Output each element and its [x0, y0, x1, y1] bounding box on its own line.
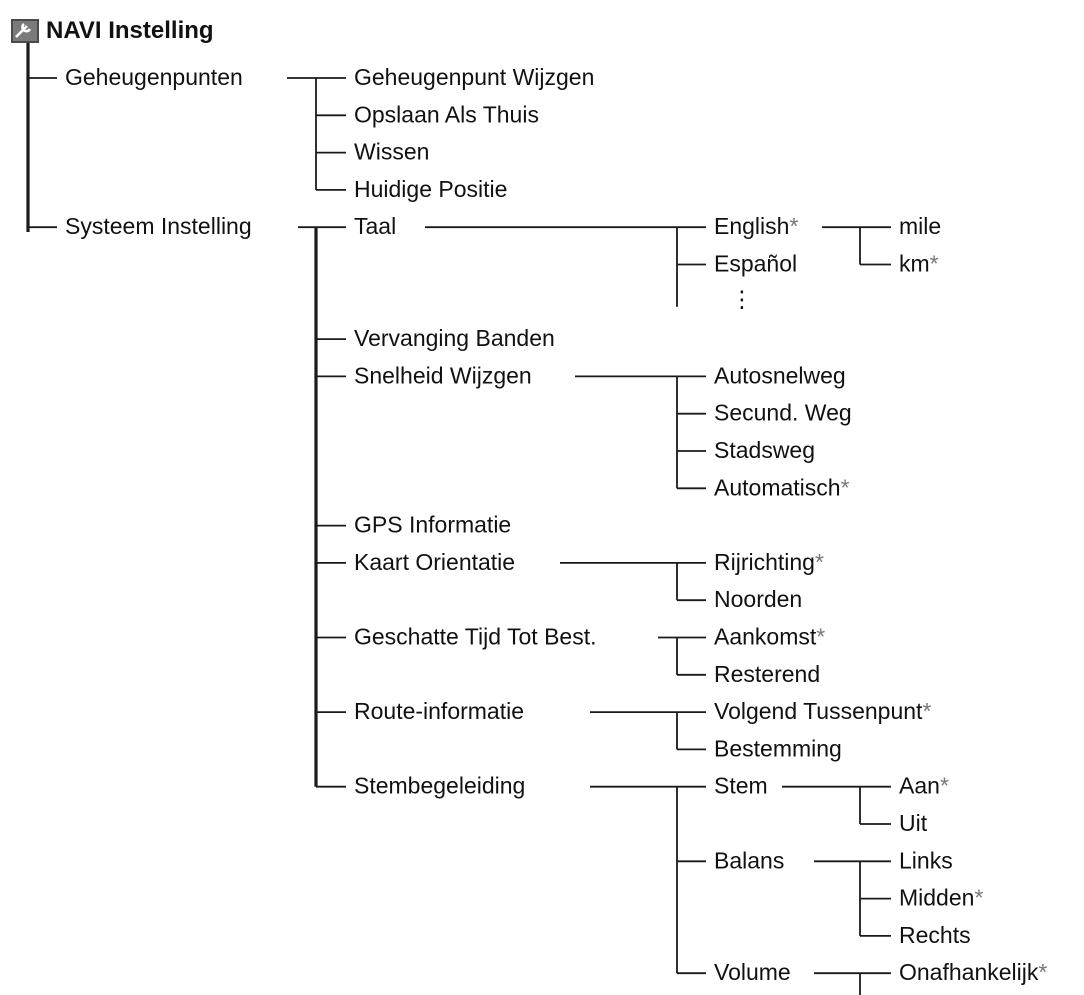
default-marker: * — [930, 251, 939, 277]
node-huidige-positie: Huidige Positie — [354, 176, 507, 202]
node-mile: mile — [899, 213, 941, 239]
node-rechts: Rechts — [899, 922, 971, 948]
branch-geheugenpunten: Geheugenpunten — [65, 64, 243, 90]
node-onafhankelijk: Onafhankelijk* — [899, 959, 1047, 985]
default-marker: * — [841, 474, 850, 500]
default-marker: * — [816, 624, 825, 650]
default-marker: * — [940, 773, 949, 799]
node-volgend-tussenpunt: Volgend Tussenpunt* — [714, 698, 931, 724]
node-rijrichting: Rijrichting* — [714, 549, 824, 575]
node-bestemming: Bestemming — [714, 735, 842, 761]
node-espa-ol: Español — [714, 251, 797, 277]
node-links: Links — [899, 847, 953, 873]
node-vervanging-banden: Vervanging Banden — [354, 325, 555, 351]
node-stembegeleiding: Stembegeleiding — [354, 773, 525, 799]
node-taal: Taal — [354, 213, 396, 239]
node-route-informatie: Route-informatie — [354, 698, 524, 724]
node-gps-informatie: GPS Informatie — [354, 512, 511, 538]
default-marker: * — [815, 549, 824, 575]
node-km: km* — [899, 251, 939, 277]
node-volume: Volume — [714, 959, 791, 985]
node-noorden: Noorden — [714, 586, 802, 612]
node-balans: Balans — [714, 847, 784, 873]
ellipsis-more-items: ⋮ — [731, 286, 754, 312]
node-midden: Midden* — [899, 885, 983, 911]
node-stem: Stem — [714, 773, 768, 799]
wrench-settings-icon — [11, 19, 39, 43]
node-stadsweg: Stadsweg — [714, 437, 815, 463]
default-marker: * — [789, 213, 798, 239]
node-automatisch: Automatisch* — [714, 474, 850, 500]
node-aankomst: Aankomst* — [714, 624, 825, 650]
node-geheugenpunt-wijzgen: Geheugenpunt Wijzgen — [354, 64, 594, 90]
default-marker: * — [922, 698, 931, 724]
node-secund-weg: Secund. Weg — [714, 400, 852, 426]
node-geschatte-tijd-tot-best: Geschatte Tijd Tot Best. — [354, 624, 596, 650]
branch-systeem-instelling: Systeem Instelling — [65, 213, 252, 239]
node-uit: Uit — [899, 810, 928, 836]
default-marker: * — [974, 885, 983, 911]
node-autosnelweg: Autosnelweg — [714, 362, 846, 388]
node-resterend: Resterend — [714, 661, 820, 687]
node-english: English* — [714, 213, 798, 239]
node-wissen: Wissen — [354, 139, 429, 165]
default-marker: * — [1038, 959, 1047, 985]
diagram-title: NAVI Instelling — [46, 17, 214, 44]
node-opslaan-als-thuis: Opslaan Als Thuis — [354, 101, 539, 127]
node-snelheid-wijzgen: Snelheid Wijzgen — [354, 362, 532, 388]
node-kaart-orientatie: Kaart Orientatie — [354, 549, 515, 575]
node-aan: Aan* — [899, 773, 949, 799]
